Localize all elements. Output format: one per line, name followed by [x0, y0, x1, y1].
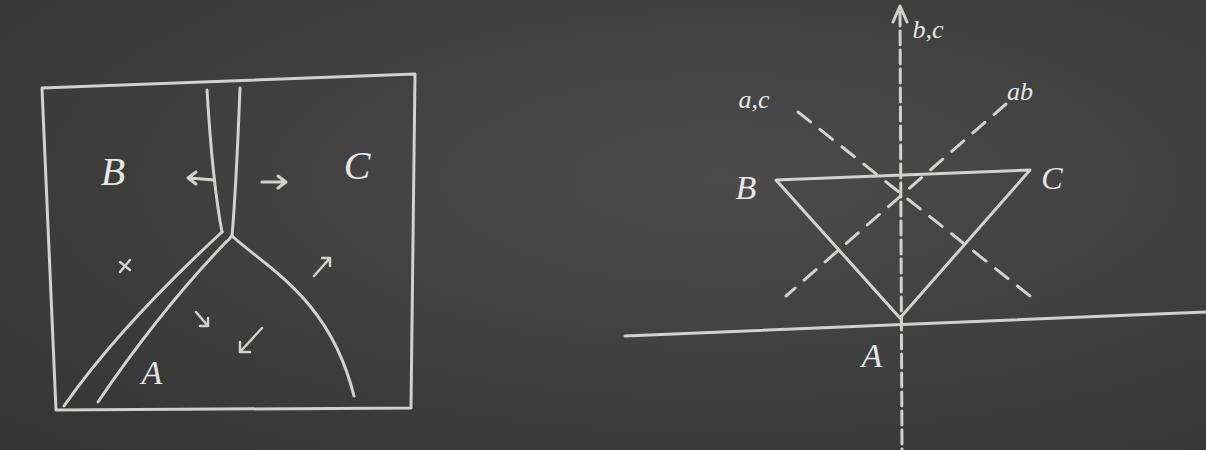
- flow-mark: [120, 260, 130, 272]
- horizontal-axis: [625, 312, 1206, 336]
- tie-line: [786, 104, 1006, 296]
- flow-arrow: [314, 258, 330, 276]
- flow-arrow: [262, 176, 286, 188]
- phase-label: B: [736, 171, 757, 205]
- composition-triangle: [780, 184, 898, 316]
- phase-boundary: [232, 236, 354, 396]
- phase-label: C: [344, 146, 371, 186]
- phase-map-frame: [42, 74, 415, 410]
- axis-arrowhead: [893, 6, 907, 22]
- vertical-axis: [900, 12, 902, 450]
- phase-label: A: [862, 339, 883, 373]
- phase-label: C: [1041, 162, 1062, 194]
- phase-label: B: [101, 152, 125, 192]
- flow-arrow: [196, 312, 208, 326]
- phase-boundary: [98, 242, 226, 402]
- tie-line-label: b,c: [912, 17, 943, 43]
- phase-boundary: [64, 232, 222, 406]
- phase-boundary: [226, 236, 232, 242]
- tie-line-label: a,c: [738, 87, 769, 113]
- composition-triangle: [776, 170, 1030, 318]
- phase-boundary: [207, 90, 222, 232]
- phase-boundary: [232, 88, 240, 236]
- phase-label: A: [142, 356, 163, 390]
- flow-arrow: [188, 172, 214, 184]
- flow-arrow: [240, 328, 262, 352]
- tie-line: [798, 112, 1030, 296]
- tie-line-label: ab: [1007, 79, 1033, 105]
